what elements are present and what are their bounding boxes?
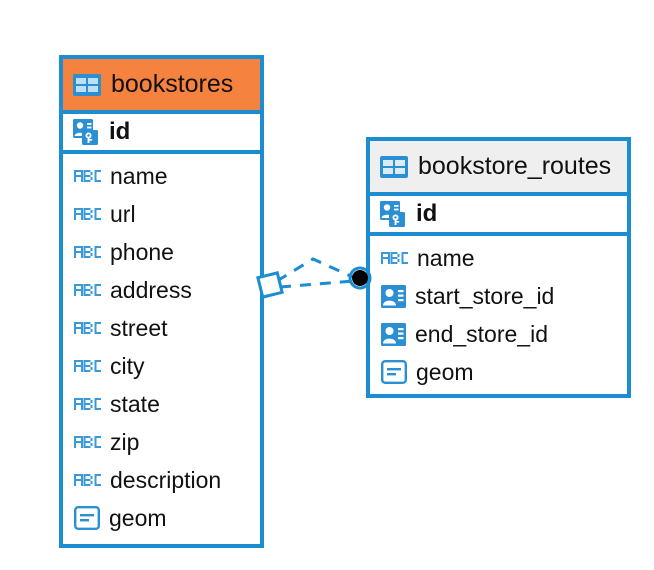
field-row-name[interactable]: name [63,157,260,195]
abc-icon [74,358,101,374]
relationship-connector [256,257,372,299]
primary-key-icon [73,118,100,146]
field-label-state: state [110,390,160,417]
primary-key-icon [380,200,407,228]
entity-table-bookstores[interactable]: bookstores id [59,55,264,548]
field-label-end-store-id: end_store_id [415,320,548,347]
field-row-zip[interactable]: zip [63,423,260,461]
field-row-geom[interactable]: geom [370,353,627,391]
table-icon [73,73,101,96]
field-label-city: city [110,352,145,379]
field-label-start-store-id: start_store_id [415,282,555,309]
abc-icon [74,472,101,488]
field-row-geom[interactable]: geom [63,499,260,537]
abc-icon [381,250,408,266]
foreign-key-icon [381,284,406,308]
field-row-address[interactable]: address [63,271,260,309]
abc-icon [74,320,101,336]
field-label-url: url [110,200,136,227]
field-row-name[interactable]: name [370,239,627,277]
field-list-bookstore-routes: name start_store_id [370,236,627,391]
entity-title-bookstores: bookstores [111,70,234,98]
field-label-description: description [110,466,222,493]
field-label-name: name [417,244,475,271]
field-row-state[interactable]: state [63,385,260,423]
field-label-name: name [110,162,168,189]
field-label-geom: geom [416,358,474,385]
entity-table-bookstore-routes[interactable]: bookstore_routes id [366,137,631,398]
foreign-key-icon [381,322,406,346]
abc-icon [74,168,101,184]
field-label-id: id [416,200,438,227]
abc-icon [74,396,101,412]
field-row-description[interactable]: description [63,461,260,499]
entity-header-bookstores[interactable]: bookstores [63,59,260,110]
field-row-end-store-id[interactable]: end_store_id [370,315,627,353]
entity-title-bookstore-routes: bookstore_routes [418,152,612,180]
field-list-bookstores: name url [63,154,260,537]
field-label-id: id [109,118,131,145]
field-row-street[interactable]: street [63,309,260,347]
field-row-primary-key[interactable]: id [63,110,260,154]
geometry-icon [381,360,408,385]
field-row-city[interactable]: city [63,347,260,385]
entity-header-bookstore-routes[interactable]: bookstore_routes [370,141,627,192]
field-label-street: street [110,314,168,341]
abc-icon [74,282,101,298]
field-row-url[interactable]: url [63,195,260,233]
abc-icon [74,434,101,450]
relationship-line-lower [279,279,355,289]
abc-icon [74,206,101,222]
geometry-icon [74,506,101,531]
field-row-start-store-id[interactable]: start_store_id [370,277,627,315]
field-label-geom: geom [109,504,167,531]
field-label-address: address [110,276,192,303]
field-label-zip: zip [110,428,140,455]
table-icon [380,155,408,178]
field-row-primary-key[interactable]: id [370,192,627,236]
field-label-phone: phone [110,238,174,265]
abc-icon [74,244,101,260]
relationship-line-upper [276,257,356,283]
field-row-phone[interactable]: phone [63,233,260,271]
